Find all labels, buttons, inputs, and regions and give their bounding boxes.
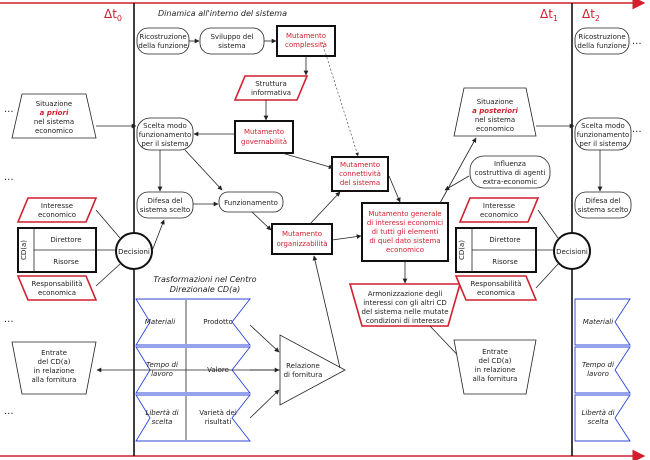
label-cd: CD(a) [20, 240, 28, 260]
label-risorse: Risorse [53, 258, 79, 266]
node-entrate-2 [453, 339, 537, 395]
node-armonizzazione [348, 283, 462, 327]
label-funzionamento: Funzionamento [224, 199, 278, 207]
delta-t0-label: Δt0 [104, 7, 122, 23]
node-situazione-priori [11, 93, 97, 139]
ellipsis-4: ... [4, 406, 14, 417]
node-mutamento-generale [361, 202, 449, 262]
node-scelta-modo [136, 117, 194, 151]
node-funzionamento [218, 191, 284, 213]
node-relazione-fornitura [279, 334, 346, 406]
node-influenza [469, 155, 551, 189]
node-sviluppo [199, 27, 265, 55]
node-entrate [11, 341, 97, 395]
delta-t2-label: Δt2 [582, 7, 600, 23]
node-difesa-2 [574, 191, 632, 219]
label-direttore-2: Direttore [489, 236, 520, 244]
node-ricostruzione-2 [574, 27, 630, 55]
node-responsabilita-2 [454, 275, 538, 301]
node-interesse-economico-2 [458, 197, 540, 223]
label-decisioni-2: Decisioni [556, 248, 588, 256]
ellipsis-3: ... [4, 314, 14, 325]
label-direttore: Direttore [50, 236, 81, 244]
node-responsabilita [16, 275, 98, 301]
node-struttura-informativa [233, 75, 309, 101]
delta-t1-label: Δt1 [540, 7, 558, 23]
node-interesse-economico [16, 197, 98, 223]
label-decisioni: Decisioni [118, 248, 150, 256]
ellipsis-1: ... [4, 104, 14, 115]
ellipsis-5: ... [632, 36, 642, 47]
node-ricostruzione [136, 27, 190, 55]
node-scelta-modo-2 [574, 117, 632, 151]
label-risorse-2: Risorse [492, 258, 518, 266]
node-mutamento-connettivita [331, 156, 389, 192]
row-liberta-2 [574, 394, 631, 442]
section-title: Dinamica all'interno del sistema [158, 9, 287, 18]
node-mutamento-governabilita [234, 120, 294, 154]
node-difesa [136, 191, 194, 219]
row-materiali [135, 298, 251, 346]
label-cd-2: CD(a) [458, 240, 466, 260]
ellipsis-6: ... [632, 124, 642, 135]
row-liberta [135, 394, 251, 442]
row-materiali-2 [574, 298, 631, 346]
node-decisioni-2 [553, 232, 591, 270]
label-materiali: Materiali [145, 318, 175, 326]
ellipsis-2: ... [4, 172, 14, 183]
label-prodotto: Prodotto [203, 318, 233, 326]
label-materiali-2: Materiali [583, 318, 613, 326]
node-mutamento-complessita [276, 25, 336, 57]
node-mutamento-organizzabilita [271, 223, 333, 255]
row-tempo-2 [574, 346, 631, 394]
node-situazione-posteriori [453, 87, 537, 137]
